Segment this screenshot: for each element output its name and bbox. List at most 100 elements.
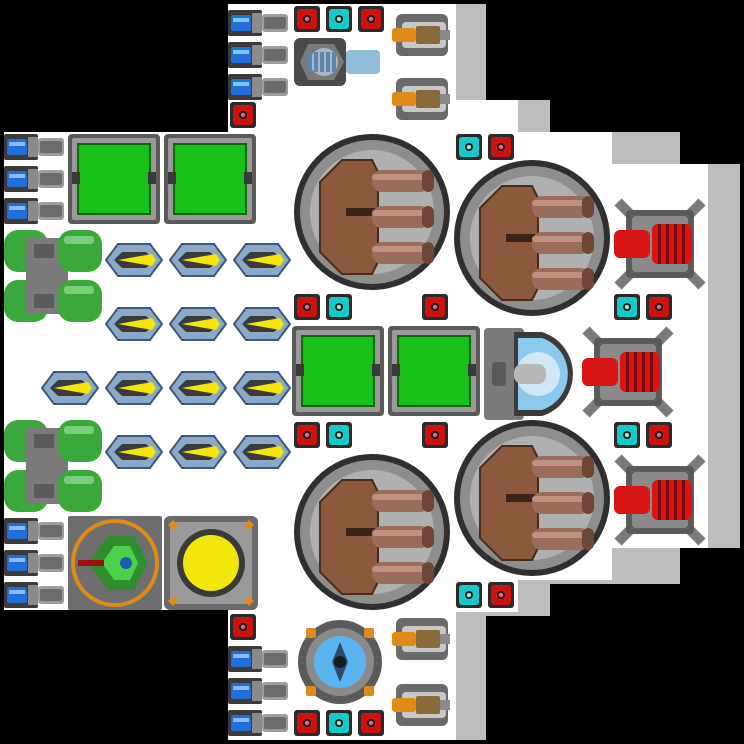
module-part (319, 479, 379, 595)
module-part (392, 28, 416, 42)
module-part (40, 557, 62, 569)
module-part (582, 232, 594, 254)
module-part (650, 352, 653, 392)
module-part (372, 566, 430, 572)
module-part (582, 196, 594, 218)
module-part (506, 234, 536, 242)
module-part (168, 596, 178, 606)
shield-generator (298, 620, 382, 704)
module-part (78, 560, 104, 566)
module-part (34, 244, 54, 258)
module-part (372, 364, 380, 376)
module-part (306, 686, 316, 696)
module-part (72, 172, 80, 184)
module-part (369, 17, 373, 21)
module-part (334, 656, 346, 668)
module-part (246, 254, 284, 266)
module-part (372, 170, 430, 192)
missile-launcher (104, 243, 164, 277)
module-part (582, 358, 618, 386)
module-part (9, 142, 25, 146)
module-part (440, 700, 450, 710)
module-part (532, 492, 590, 514)
control-terminal-red (646, 422, 672, 448)
module-part (422, 562, 434, 584)
module-part (7, 587, 27, 603)
missile-launcher (104, 307, 164, 341)
module-part (233, 686, 249, 690)
module-part (168, 172, 176, 184)
heavy-cannon-turret (294, 134, 450, 290)
module-part (28, 201, 38, 221)
module-part (305, 305, 309, 309)
battery-cell (228, 74, 288, 100)
module-part (28, 553, 38, 573)
module-part (532, 236, 590, 242)
module-part (392, 92, 416, 106)
missile-launcher (168, 243, 228, 277)
fusion-reactor (164, 516, 258, 610)
module-part (40, 173, 62, 185)
module-part (264, 685, 286, 697)
module-part (416, 696, 440, 714)
control-terminal-red (358, 710, 384, 736)
module-part (392, 364, 400, 376)
module-part (7, 171, 27, 187)
battery-cell (4, 518, 64, 544)
module-part (532, 232, 590, 254)
battery-cell (228, 710, 288, 736)
module-part (372, 174, 430, 180)
module-part (28, 169, 38, 189)
module-part (182, 382, 220, 394)
module-part (252, 45, 262, 65)
control-terminal-red (294, 6, 320, 32)
battery-cell (4, 198, 64, 224)
module-part (369, 721, 373, 725)
ion-gun (392, 78, 450, 120)
module-part (657, 433, 661, 437)
module-part (626, 352, 629, 392)
missile-launcher (168, 307, 228, 341)
module-part (9, 526, 25, 530)
module-part (231, 683, 251, 699)
missile-launcher (104, 435, 164, 469)
laser-turret (614, 454, 706, 546)
module-part (674, 480, 677, 520)
module-part (440, 30, 450, 40)
module-part (337, 433, 341, 437)
module-part (320, 52, 324, 72)
module-part (674, 224, 677, 264)
module-part (246, 446, 284, 458)
module-part (372, 562, 430, 584)
module-part (346, 528, 376, 536)
module-part (346, 50, 380, 74)
module-part (244, 520, 254, 530)
module-part (34, 434, 54, 448)
module-part (252, 77, 262, 97)
module-part (337, 17, 341, 21)
module-part (241, 113, 245, 117)
module-part (642, 352, 645, 392)
command-bridge (484, 328, 573, 420)
module-part (682, 224, 685, 264)
battery-cell (228, 42, 288, 68)
ion-gun (392, 618, 450, 660)
module-part (532, 456, 590, 478)
module-part (422, 206, 434, 228)
module-part (372, 490, 430, 512)
module-part (231, 47, 251, 63)
module-part (634, 352, 637, 392)
module-part (40, 525, 62, 537)
module-part (120, 557, 132, 569)
module-part (246, 318, 284, 330)
module-part (372, 246, 430, 252)
module-part (174, 144, 246, 214)
module-part (183, 535, 239, 591)
module-part (241, 625, 245, 629)
thruster-engine (4, 420, 102, 512)
module-part (7, 523, 27, 539)
control-terminal-cyan (614, 422, 640, 448)
module-part (40, 205, 62, 217)
module-part (64, 236, 94, 244)
